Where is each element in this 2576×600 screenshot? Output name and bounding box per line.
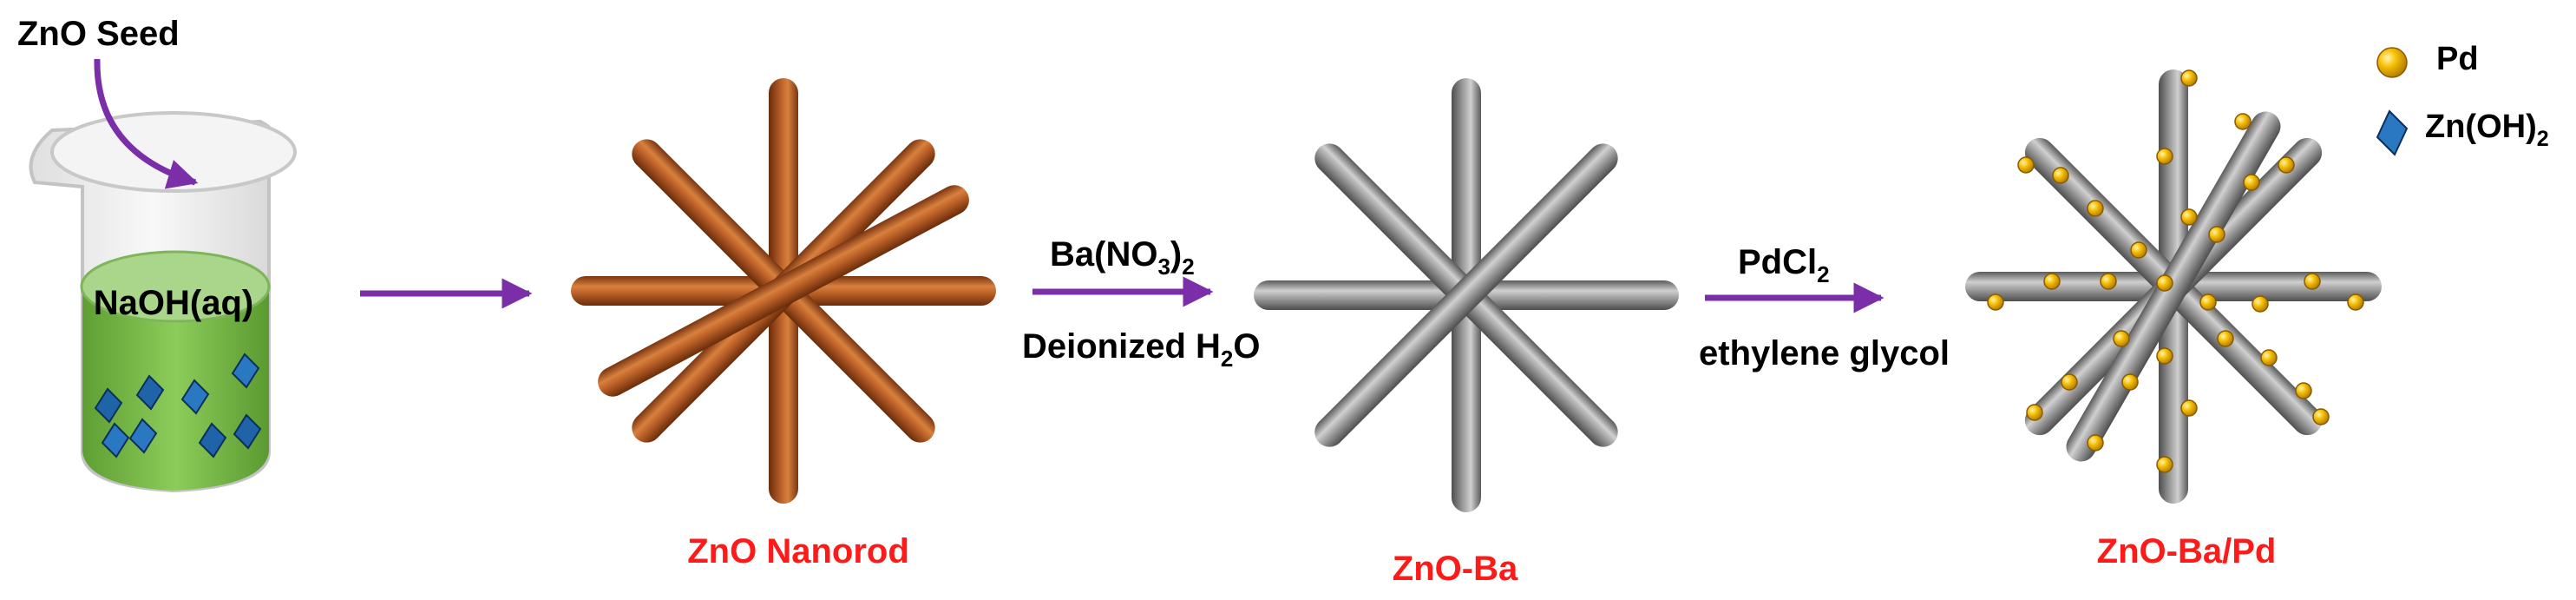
pdcl2-label: PdCl2 — [1738, 243, 1830, 287]
naoh-label: NaOH(aq) — [94, 284, 253, 322]
zno-ba-label: ZnO-Ba — [1393, 550, 1518, 588]
zno-ba-structure — [1254, 78, 1679, 512]
zno-nanorod-structure — [571, 78, 996, 504]
deionized-water-label: Deionized H2O — [1022, 327, 1261, 372]
zn-oh-legend-icon — [2376, 109, 2409, 156]
beaker: NaOH(aq) — [29, 111, 297, 493]
zno-ba-pd-label: ZnO-Ba/Pd — [2097, 532, 2277, 570]
zno-seed-label: ZnO Seed — [17, 15, 180, 53]
ba-no3-label: Ba(NO3)2 — [1050, 235, 1195, 280]
solution-surface — [80, 250, 271, 323]
ethylene-glycol-label: ethylene glycol — [1699, 334, 1950, 373]
zn-oh-legend-label: Zn(OH)2 — [2425, 109, 2549, 151]
pd-legend-icon — [2376, 47, 2408, 78]
zno-nanorod-label: ZnO Nanorod — [687, 532, 909, 570]
zn-oh-crystals — [94, 353, 262, 458]
zno-ba-pd-structure — [1965, 69, 2382, 504]
seed-arrow — [94, 58, 199, 189]
pd-legend-label: Pd — [2436, 41, 2479, 77]
pd-particles — [1987, 69, 2364, 473]
legend: Pd Zn(OH)2 — [2376, 41, 2549, 156]
